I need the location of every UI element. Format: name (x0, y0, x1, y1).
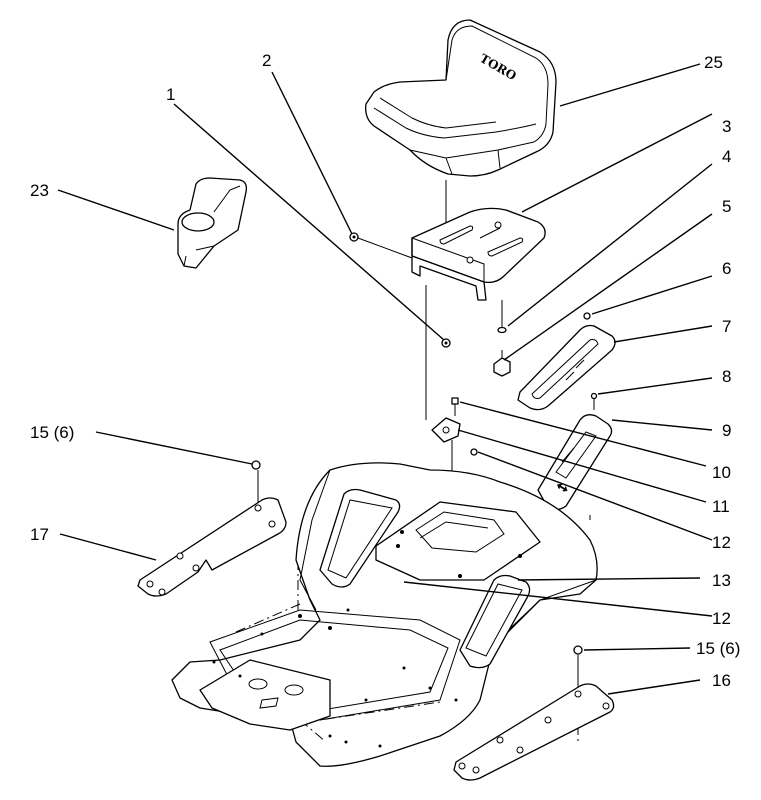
callout-7: 7 (722, 317, 731, 336)
callout-13: 13 (712, 571, 731, 590)
foot-rest-left (137, 460, 287, 597)
seat-hardware (349, 232, 511, 377)
foot-rest-right (453, 645, 615, 781)
screw-15-right (573, 645, 583, 655)
washer-4 (497, 326, 507, 334)
callout-15-left: 15 (6) (30, 423, 74, 442)
seat-mounting-plate (411, 207, 546, 301)
callout-11: 11 (712, 497, 730, 516)
seat: TORO (365, 19, 557, 177)
callout-17: 17 (30, 525, 49, 544)
callout-8: 8 (722, 367, 731, 386)
callout-23: 23 (30, 181, 49, 200)
callout-25: 25 (704, 53, 723, 72)
adjuster-plate (517, 312, 616, 411)
leader-lines (57, 63, 713, 695)
callout-15-right: 15 (6) (696, 639, 740, 658)
callout-3: 3 (722, 117, 731, 136)
shift-decal: ↕ (537, 414, 613, 511)
callout-4: 4 (722, 147, 731, 166)
callout-6: 6 (722, 259, 731, 278)
callout-12b: 12 (712, 609, 731, 628)
callout-1: 1 (166, 85, 175, 104)
callout-labels: 1 2 3 4 5 6 7 8 9 10 11 12 13 12 15 (6) … (30, 51, 740, 690)
screw-6 (583, 312, 591, 320)
callout-12a: 12 (712, 533, 731, 552)
cup-holder (177, 177, 248, 269)
nut-12 (470, 448, 478, 456)
callout-9: 9 (722, 421, 731, 440)
callout-10: 10 (712, 463, 731, 482)
screw-15-left (251, 460, 261, 470)
callout-5: 5 (722, 197, 731, 216)
screw-8 (590, 392, 598, 400)
bolt-10 (451, 397, 459, 405)
callout-2: 2 (262, 51, 271, 70)
fender-body (171, 462, 598, 767)
callout-16: 16 (712, 671, 731, 690)
knob-5 (493, 357, 511, 377)
